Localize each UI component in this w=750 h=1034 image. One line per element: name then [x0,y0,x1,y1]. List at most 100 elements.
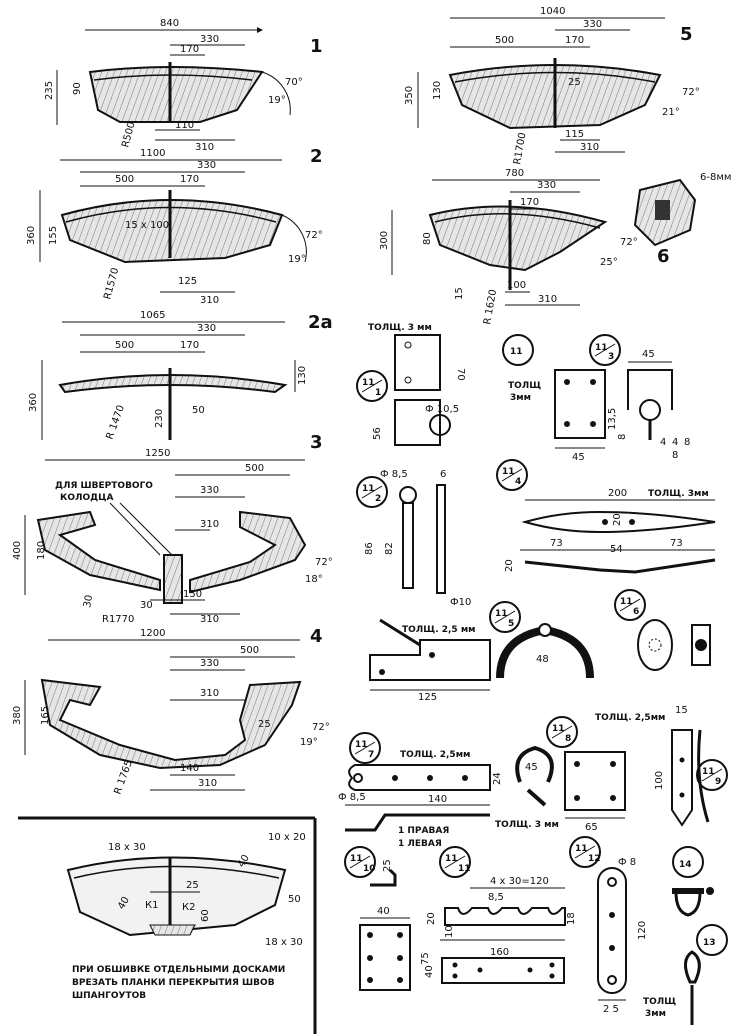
part-11-2-num: 11 [362,484,375,494]
part-11-11-dim-40: 40 [424,965,435,978]
frame-1-radius: R500 [120,121,137,149]
part-11-dim-45: 45 [572,452,585,463]
part-11-12-num: 11 [575,844,588,854]
part-11: 11 ТОЛЩ 3мм 45 [502,334,606,463]
part-11-8-dim-45: 45 [525,762,538,773]
part-11-7: 11 7 ТОЛЩ. 2,5мм 24 Ф 8,5 140 1 ПРАВАЯ 1… [338,732,503,849]
frame-2a-dim-230: 230 [154,409,165,428]
frame-2a-dim-360: 360 [28,393,39,412]
part-11-5-dim-48: 48 [536,654,549,665]
part-11-4-dim-20: 20 [612,513,623,526]
part-11-2-den: 2 [375,494,381,504]
frame-1-dim-840: 840 [160,18,179,29]
frame-4-radius: R 1765 [112,759,135,796]
frame-3-number: 3 [310,432,323,453]
frame-5-radius: R1700 [512,132,528,166]
frame-2a-number: 2a [308,312,333,333]
part-11-3-den: 3 [608,352,614,362]
frame-2-dim-170: 170 [180,174,199,185]
frame-4-dim-165: 165 [40,706,51,725]
frame-detail-section: 18 x 30 10 x 20 40 40 25 К1 К2 60 50 18 … [18,816,317,1034]
part-11-10-dim-40: 40 [377,906,390,917]
part-11-9-den: 9 [715,777,721,787]
frame-6-dim-780: 780 [505,168,524,179]
detail-dim-18x30a: 18 x 30 [108,842,146,853]
frame-6-angle-25: 25° [600,257,618,268]
frame-4-angle-19: 19° [300,737,318,748]
frame-2-dim-360: 360 [26,226,37,245]
part-11-5-den: 5 [508,619,514,629]
part-11-11-dim-18: 18 [566,912,577,925]
frame-5-angle-72: 72° [682,87,700,98]
part-11-5-dim-125: 125 [418,692,437,703]
part-11-7-dim-140: 140 [428,794,447,805]
frame-5-dim-350: 350 [404,86,415,105]
part-11-3-dim-8b: 8 [684,437,690,448]
part-11-5: 11 5 ТОЛЩ. 2,5 мм 125 48 [369,601,594,703]
frame-2-dim-1100: 1100 [140,148,165,159]
part-11-11-dim-20: 20 [426,912,437,925]
part-11-9-num: 11 [702,767,715,777]
frame-6-dim-15: 15 [454,287,465,300]
frame-6-radius: R 1620 [482,289,499,326]
part-11-1-den: 1 [375,388,381,398]
part-11-3-dim-135: 13,5 [607,408,618,430]
part-11-10: 11 10 25 40 75 [344,846,431,991]
frame-5-dim-25: 25 [568,77,581,88]
frame-3: 3 ДЛЯ ШВЕРТОВОГО КОЛОДЦА 1250 500 330 31… [12,432,333,625]
frame-3-dim-400: 400 [12,541,23,560]
frame-2a-radius: R 1470 [104,404,127,441]
frame-3-dim-310: 310 [200,519,219,530]
frame-4-dim-140: 140 [180,763,199,774]
frame-4-dim-500: 500 [240,645,259,656]
frame-5-dim-170: 170 [565,35,584,46]
detail-dim-25: 25 [186,880,199,891]
frame-3-dim-150: 150 [183,589,202,600]
detail-k2: К2 [182,902,195,913]
frame-3-dim-310b: 310 [200,614,219,625]
detail-dim-10x20: 10 x 20 [268,832,306,843]
part-11-4-num: 11 [502,467,515,477]
frame-2-section: 15 x 100 [125,220,169,231]
part-11-7-phi: Ф 8,5 [338,792,366,803]
part-11-5-thick: ТОЛЩ. 2,5 мм [402,625,476,635]
frame-6: 6 6-8мм 780 330 170 300 80 R 1620 100 31… [379,168,731,326]
detail-dim-50: 50 [288,894,301,905]
part-11-thick-line2: 3мм [510,393,531,403]
part-11-3-dim-8: 8 [617,434,628,440]
frame-5-angle-21: 21° [662,107,680,118]
part-11-12-thick-line2: 3мм [645,1009,666,1019]
frame-3-dim-1250: 1250 [145,448,170,459]
part-11-8-dim-65: 65 [585,822,598,833]
part-11-7-left: 1 ЛЕВАЯ [398,839,442,849]
frame-3-angle-72: 72° [315,557,333,568]
part-11-1: 11 1 ТОЛЩ. 3 мм 70 56 Ф 10,5 [356,323,466,446]
part-11-3-num: 11 [595,343,608,353]
frame-2a: 2a 1065 330 500 170 360 130 R 1470 230 5… [28,310,333,441]
part-11-7-num: 11 [355,740,368,750]
frame-2a-dim-170: 170 [180,340,199,351]
detail-note-line2: ВРЕЗАТЬ ПЛАНКИ ПЕРЕКРЫТИЯ ШВОВ [72,978,275,988]
frame-4-dim-330: 330 [200,658,219,669]
frame-3-dim-30a: 30 [82,594,95,608]
part-11-7-den: 7 [368,750,374,760]
part-11-4-den: 4 [515,477,521,487]
frame-2a-dim-130: 130 [297,366,308,385]
detail-k1: К1 [145,900,158,911]
frame-5-dim-1040: 1040 [540,6,565,17]
frame-1-dim-170: 170 [180,44,199,55]
part-11-8: 11 8 45 ТОЛЩ. 3 мм 65 [495,716,626,833]
detail-note-line3: ШПАНГОУТОВ [72,991,146,1001]
part-11-1-num: 11 [362,378,375,388]
frame-3-note-line2: КОЛОДЦА [60,493,113,503]
part-11-12-dim-25: 2 5 [603,1004,619,1015]
frame-6-detail: 6-8мм [700,172,731,183]
frame-5-dim-500: 500 [495,35,514,46]
part-11-11: 11 11 4 x 30=120 8,5 20 18 10 160 40 [424,846,577,984]
detail-dim-18x30b: 18 x 30 [265,937,303,948]
part-11-6-num: 11 [620,597,633,607]
part-11-2-dim-86: 86 [364,542,375,555]
frame-2-angle-72: 72° [305,230,323,241]
detail-note-line1: ПРИ ОБШИВКЕ ОТДЕЛЬНЫМИ ДОСКАМИ [72,965,285,975]
part-11-12-dim-120: 120 [637,921,648,940]
